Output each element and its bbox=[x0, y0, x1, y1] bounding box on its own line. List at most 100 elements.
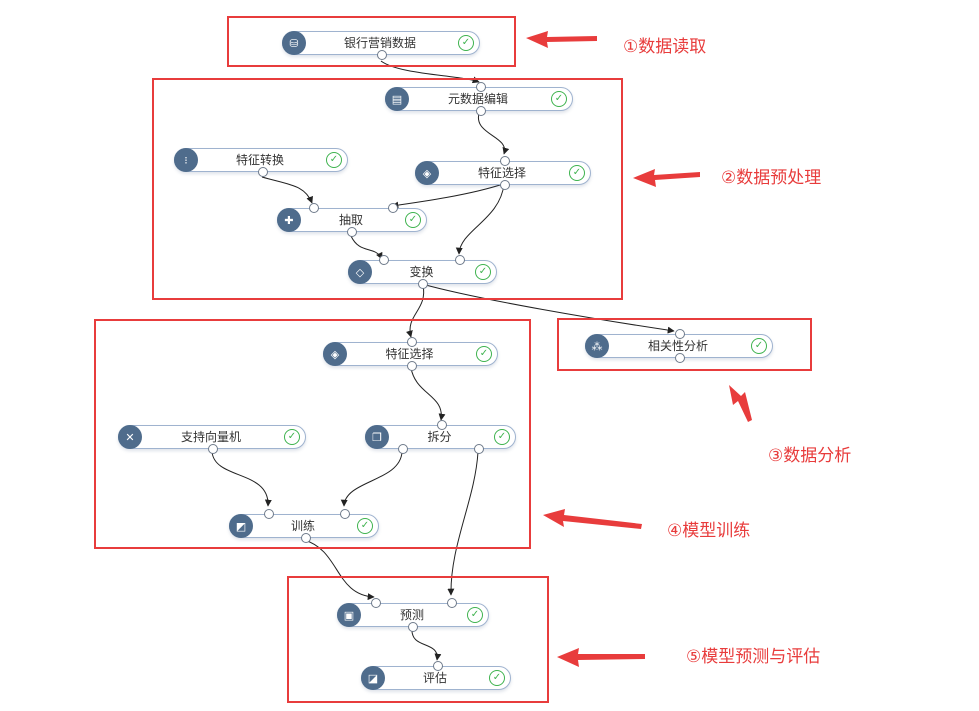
edge-featureconvert-to-sample bbox=[261, 176, 313, 204]
check-circle-icon: ✓ bbox=[405, 212, 421, 228]
input-port[interactable] bbox=[379, 255, 389, 265]
filter-icon: ◈ bbox=[323, 342, 347, 366]
step-label-4: ④模型训练 bbox=[667, 521, 751, 541]
database-icon: ▤ bbox=[385, 87, 409, 111]
group-training bbox=[94, 319, 531, 549]
input-port[interactable] bbox=[340, 509, 350, 519]
transform-icon: ◇ bbox=[348, 260, 372, 284]
check-circle-icon: ✓ bbox=[475, 264, 491, 280]
network-icon: ⁂ bbox=[585, 334, 609, 358]
node-split[interactable]: ❐ 拆分 ✓ bbox=[365, 420, 516, 454]
node-label: 训练 bbox=[290, 519, 315, 533]
output-port[interactable] bbox=[476, 106, 486, 116]
edge-transform-to-featureselect2 bbox=[405, 284, 425, 338]
annotation-arrow-2 bbox=[633, 169, 700, 187]
node-bank-data[interactable]: ⛁ 银行营销数据 ✓ bbox=[282, 31, 480, 60]
annotation-arrow-5 bbox=[557, 648, 645, 667]
svm-icon: ✕ bbox=[118, 425, 142, 449]
node-label: 评估 bbox=[422, 671, 447, 685]
node-metadata-edit[interactable]: ▤ 元数据编辑 ✓ bbox=[385, 82, 573, 116]
node-label: 特征选择 bbox=[385, 347, 434, 361]
node-label: 预测 bbox=[399, 608, 424, 622]
edge-predict-to-evaluate bbox=[411, 627, 442, 661]
check-circle-icon: ✓ bbox=[458, 35, 474, 51]
node-label: 抽取 bbox=[338, 213, 363, 227]
edge-split-to-train bbox=[340, 451, 403, 507]
node-correlation[interactable]: ⁂ 相关性分析 ✓ bbox=[585, 329, 773, 363]
output-port[interactable] bbox=[408, 622, 418, 632]
check-circle-icon: ✓ bbox=[467, 607, 483, 623]
edge-featureselect2-to-split bbox=[410, 367, 446, 421]
annotation-arrow-1 bbox=[526, 31, 597, 48]
edge-metadata-to-featureselect bbox=[477, 109, 510, 155]
node-label: 相关性分析 bbox=[647, 339, 708, 353]
edge-featureselect-to-transform bbox=[455, 183, 505, 255]
step-label-2: ②数据预处理 bbox=[721, 168, 822, 188]
check-circle-icon: ✓ bbox=[284, 429, 300, 445]
feature-icon: ⁝ bbox=[174, 148, 198, 172]
output-port[interactable] bbox=[500, 180, 510, 190]
check-circle-icon: ✓ bbox=[476, 346, 492, 362]
chart-icon: ▣ bbox=[337, 603, 361, 627]
node-label: 元数据编辑 bbox=[447, 92, 508, 106]
check-circle-icon: ✓ bbox=[357, 518, 373, 534]
annotation-arrow-3 bbox=[729, 385, 752, 422]
output-port[interactable] bbox=[675, 353, 685, 363]
step-label-3: ③数据分析 bbox=[768, 446, 852, 466]
edge-featureselect-to-sample bbox=[391, 183, 504, 209]
node-feature-select-1[interactable]: ◈ 特征选择 ✓ bbox=[415, 156, 591, 190]
node-sample[interactable]: ✚ 抽取 ✓ bbox=[277, 203, 427, 237]
output-port[interactable] bbox=[418, 279, 428, 289]
check-circle-icon: ✓ bbox=[551, 91, 567, 107]
output-port[interactable] bbox=[208, 444, 218, 454]
node-label: 支持向量机 bbox=[180, 430, 241, 444]
group-preprocessing bbox=[152, 78, 623, 300]
group-predict-evaluate bbox=[287, 576, 549, 703]
node-label: 变换 bbox=[409, 265, 434, 279]
node-svm[interactable]: ✕ 支持向量机 ✓ bbox=[118, 425, 306, 454]
node-predict[interactable]: ▣ 预测 ✓ bbox=[337, 598, 489, 632]
output-port[interactable] bbox=[377, 50, 387, 60]
input-port[interactable] bbox=[447, 598, 457, 608]
input-port[interactable] bbox=[455, 255, 465, 265]
node-transform[interactable]: ◇ 变换 ✓ bbox=[348, 255, 497, 289]
input-port[interactable] bbox=[500, 156, 510, 166]
node-evaluate[interactable]: ◪ 评估 ✓ bbox=[361, 661, 511, 690]
edge-svm-to-train bbox=[211, 451, 272, 507]
input-port[interactable] bbox=[476, 82, 486, 92]
sample-icon: ✚ bbox=[277, 208, 301, 232]
output-port[interactable] bbox=[407, 361, 417, 371]
node-label: 特征转换 bbox=[235, 153, 284, 167]
table-icon: ⛁ bbox=[282, 31, 306, 55]
input-port[interactable] bbox=[264, 509, 274, 519]
input-port[interactable] bbox=[407, 337, 417, 347]
step-label-1: ①数据读取 bbox=[623, 37, 707, 57]
annotation-arrow-4 bbox=[543, 509, 642, 529]
input-port[interactable] bbox=[675, 329, 685, 339]
input-port[interactable] bbox=[388, 203, 398, 213]
train-icon: ◩ bbox=[229, 514, 253, 538]
node-feature-select-2[interactable]: ◈ 特征选择 ✓ bbox=[323, 337, 498, 371]
check-circle-icon: ✓ bbox=[751, 338, 767, 354]
node-train[interactable]: ◩ 训练 ✓ bbox=[229, 509, 379, 543]
node-label: 银行营销数据 bbox=[343, 36, 416, 50]
edge-transform-to-correlation bbox=[421, 283, 675, 334]
output-port[interactable] bbox=[301, 533, 311, 543]
output-port[interactable] bbox=[398, 444, 408, 454]
input-port[interactable] bbox=[309, 203, 319, 213]
output-port[interactable] bbox=[474, 444, 484, 454]
node-label: 拆分 bbox=[427, 430, 452, 444]
check-circle-icon: ✓ bbox=[569, 165, 585, 181]
output-port[interactable] bbox=[347, 227, 357, 237]
check-circle-icon: ✓ bbox=[489, 670, 505, 686]
step-label-5: ⑤模型预测与评估 bbox=[686, 647, 821, 667]
check-circle-icon: ✓ bbox=[326, 152, 342, 168]
input-port[interactable] bbox=[437, 420, 447, 430]
filter-icon: ◈ bbox=[415, 161, 439, 185]
output-port[interactable] bbox=[258, 167, 268, 177]
input-port[interactable] bbox=[371, 598, 381, 608]
check-circle-icon: ✓ bbox=[494, 429, 510, 445]
input-port[interactable] bbox=[433, 661, 443, 671]
node-feature-convert[interactable]: ⁝ 特征转换 ✓ bbox=[174, 148, 348, 177]
